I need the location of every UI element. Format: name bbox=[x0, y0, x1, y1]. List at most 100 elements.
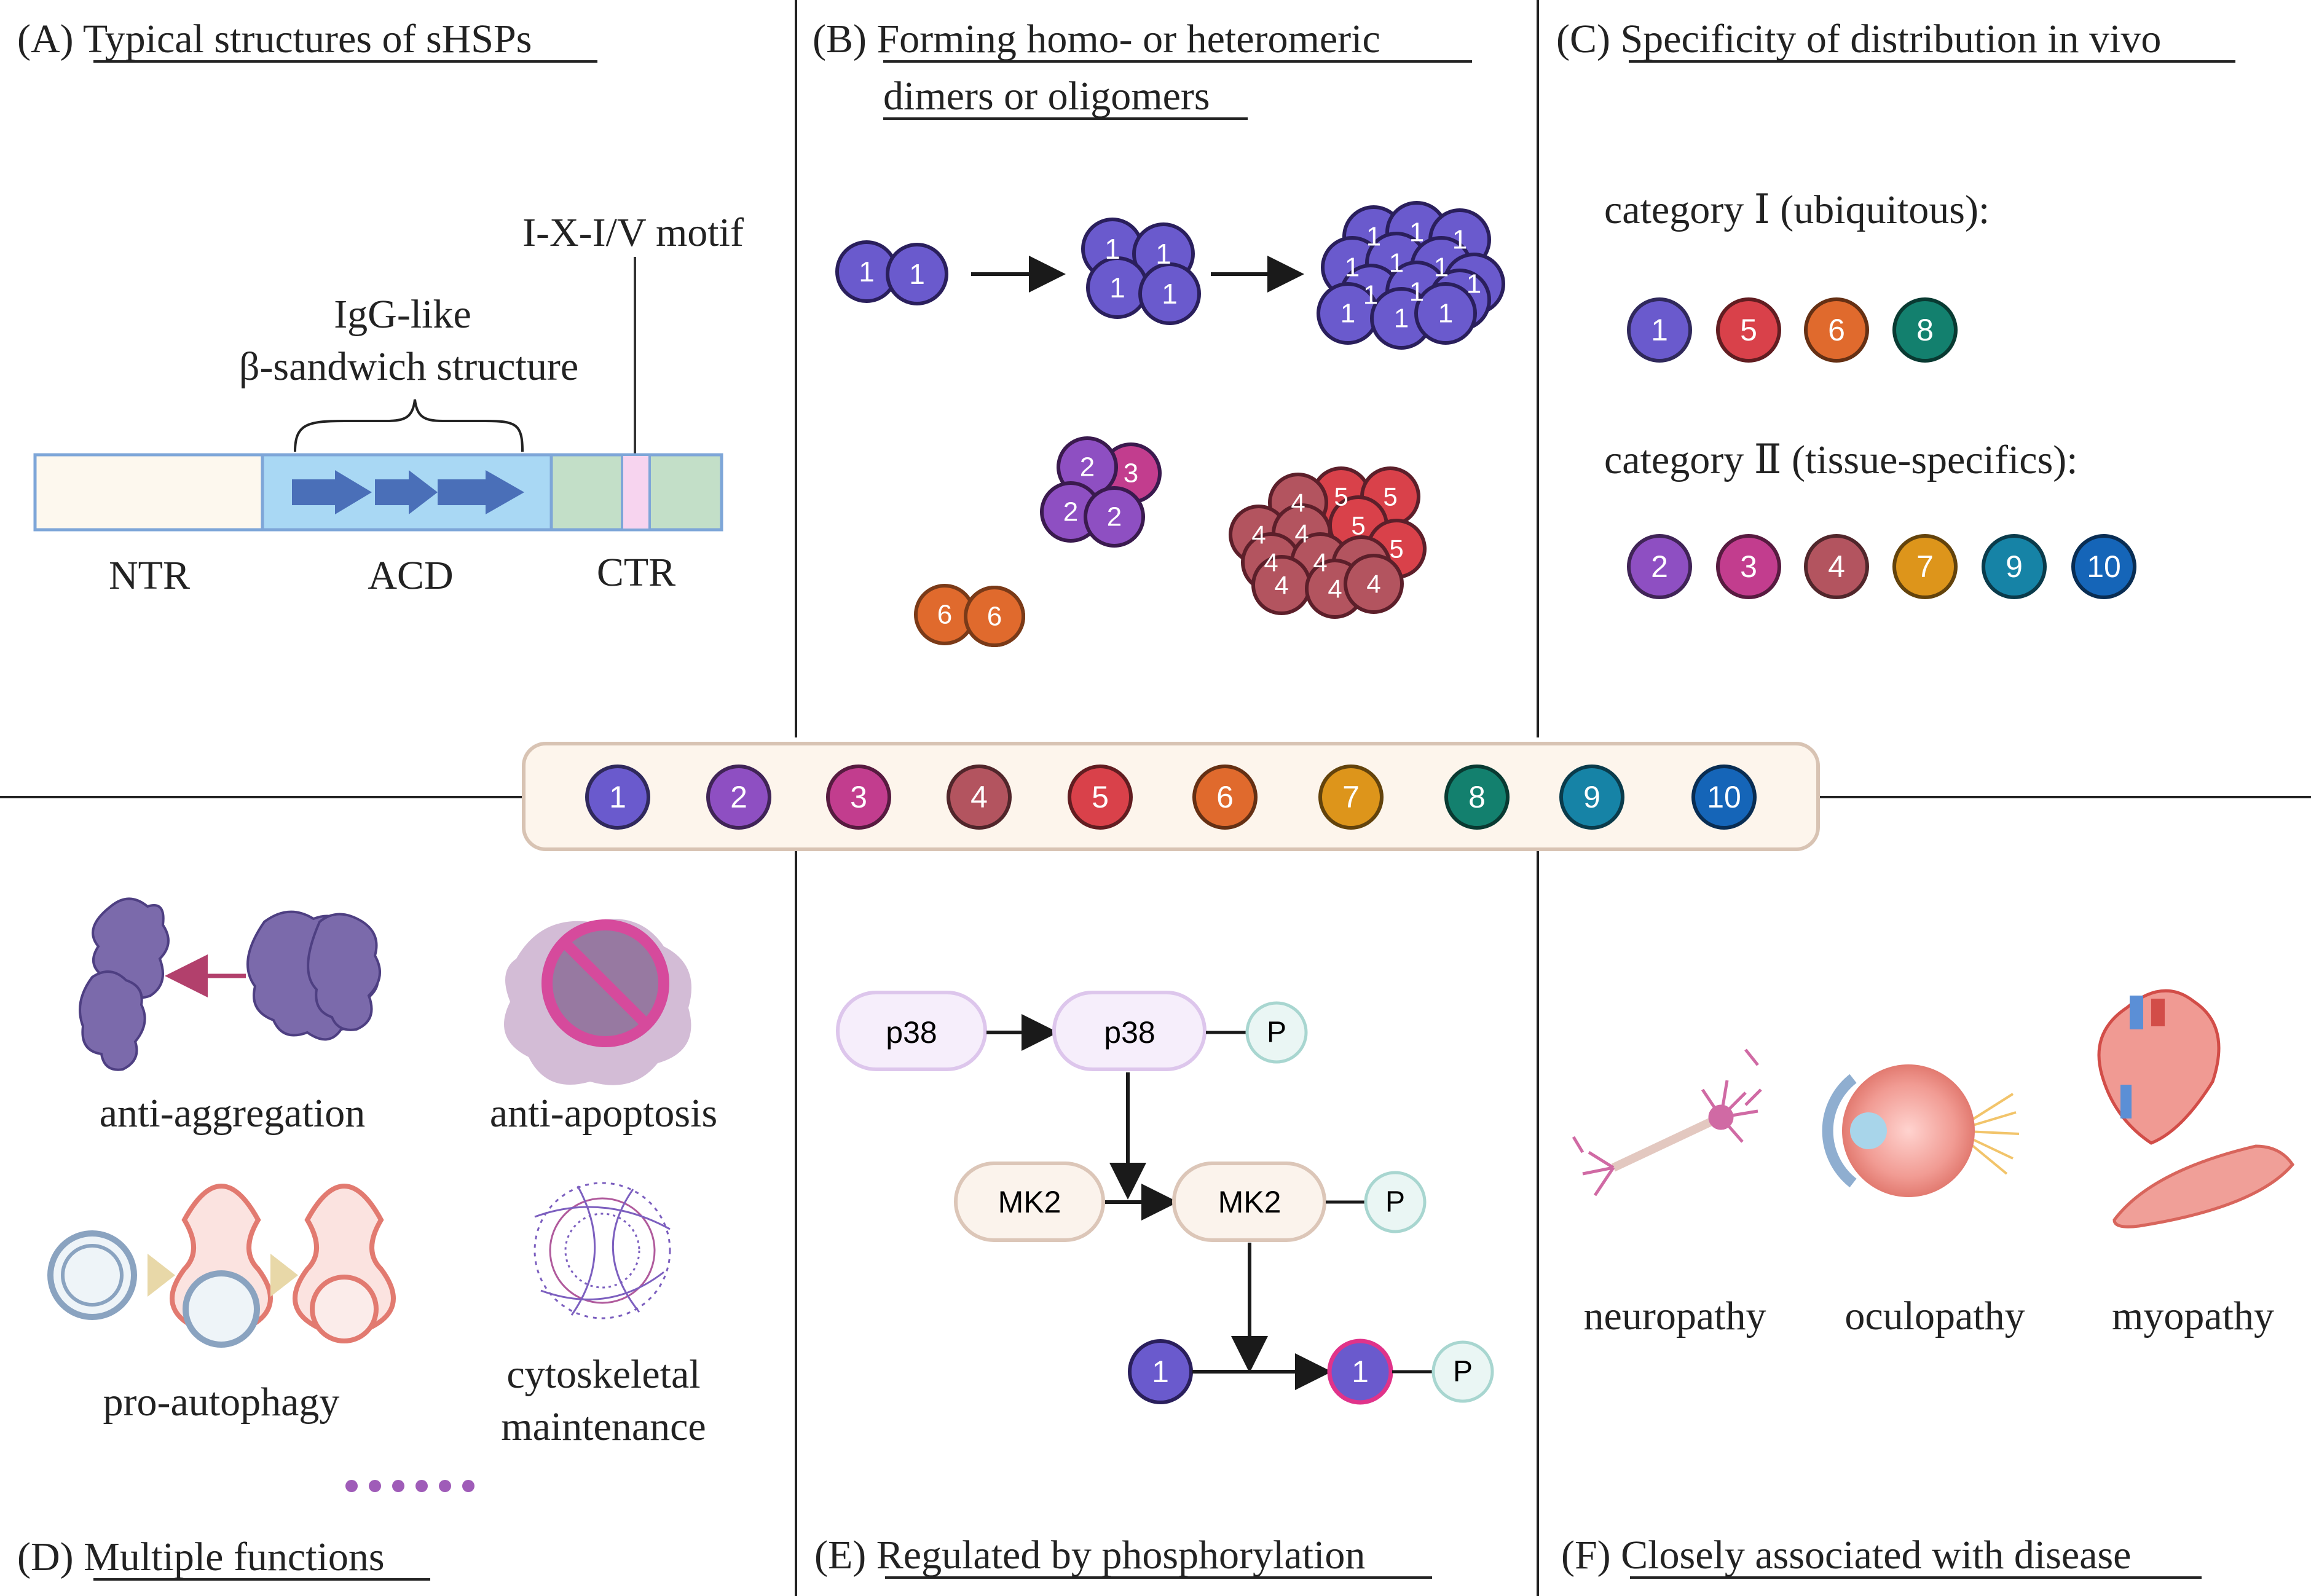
disease-neuropathy: neuropathy bbox=[1584, 1294, 1766, 1339]
svg-text:1: 1 bbox=[1434, 253, 1449, 283]
sandwich-label-line2: β-sandwich structure bbox=[239, 344, 578, 389]
svg-text:6: 6 bbox=[987, 602, 1002, 632]
category-1-member-6-label: 6 bbox=[1828, 313, 1845, 347]
legend-member-6-label: 6 bbox=[1216, 780, 1234, 814]
category-2-member-4-label: 4 bbox=[1828, 549, 1845, 584]
legend-member-10-label: 10 bbox=[1707, 780, 1741, 814]
category-2-member-10-label: 10 bbox=[2087, 549, 2121, 584]
motif-region bbox=[621, 454, 651, 531]
svg-text:4: 4 bbox=[1291, 489, 1305, 517]
svg-text:2: 2 bbox=[1107, 502, 1122, 532]
svg-text:1: 1 bbox=[1438, 299, 1453, 329]
category-2-member-9-label: 9 bbox=[2006, 549, 2023, 584]
category-2-member-9: 9 bbox=[1982, 534, 2047, 599]
function-pro-autophagy: pro-autophagy bbox=[103, 1380, 340, 1425]
kinase-mk2-inactive: MK2 bbox=[998, 1185, 1061, 1219]
phospho-p38: P bbox=[1267, 1016, 1286, 1049]
legend-member-8: 8 bbox=[1444, 765, 1510, 830]
svg-text:4: 4 bbox=[1251, 521, 1266, 549]
svg-text:5: 5 bbox=[1389, 535, 1403, 564]
ntr-label: NTR bbox=[109, 553, 190, 598]
muscle-icon bbox=[2112, 1144, 2295, 1228]
svg-text:1: 1 bbox=[1409, 218, 1424, 248]
category-2-member-7-label: 7 bbox=[1916, 549, 1934, 584]
svg-text:4: 4 bbox=[1328, 575, 1342, 603]
category-2-member-2: 2 bbox=[1627, 534, 1692, 599]
svg-text:5: 5 bbox=[1351, 511, 1365, 540]
more-functions-ellipsis bbox=[345, 1480, 474, 1492]
panel-f-diseases: neuropathy oculopathy myopathy bbox=[1572, 989, 2295, 1339]
panel-b-oligomers: 1 1 1 1 1 1 1 bbox=[835, 201, 1505, 647]
panel-f-title: (F) Closely associated with disease bbox=[1561, 1533, 2131, 1578]
category-1-member-8: 8 bbox=[1892, 297, 1958, 363]
svg-text:4: 4 bbox=[1366, 570, 1380, 599]
function-maintenance: maintenance bbox=[501, 1404, 706, 1449]
svg-text:1: 1 bbox=[1363, 280, 1378, 310]
svg-text:1: 1 bbox=[1156, 238, 1171, 270]
legend-member-1: 1 bbox=[585, 765, 650, 830]
substrate-phosphorylated: 1 bbox=[1352, 1354, 1369, 1389]
svg-text:1: 1 bbox=[909, 258, 925, 290]
panel-a-domain-diagram: I-X-I/V motif IgG-like β-sandwich struct… bbox=[33, 210, 744, 598]
svg-text:1: 1 bbox=[1104, 233, 1120, 265]
panel-c-title: (C) Specificity of distribution in vivo bbox=[1556, 17, 2161, 61]
cytoskeleton-icon bbox=[533, 1182, 671, 1319]
legend-member-8-label: 8 bbox=[1468, 780, 1486, 814]
category-1-label: category Ⅰ (ubiquitous): bbox=[1604, 187, 1990, 232]
panel-b-title-line2: dimers or oligomers bbox=[883, 74, 1210, 119]
apoptosis-icon bbox=[504, 919, 691, 1085]
ctr-label: CTR bbox=[597, 550, 675, 595]
dimer-1 bbox=[835, 240, 948, 305]
legend-member-9-label: 9 bbox=[1583, 780, 1600, 814]
category-1-member-8-label: 8 bbox=[1916, 313, 1934, 347]
legend-member-1-label: 1 bbox=[609, 780, 626, 814]
hetero-2-3 bbox=[1040, 436, 1162, 548]
category-2-member-3: 3 bbox=[1716, 534, 1781, 599]
disease-myopathy: myopathy bbox=[2112, 1294, 2274, 1339]
tetramer-1 bbox=[1081, 218, 1201, 325]
svg-text:4: 4 bbox=[1294, 519, 1309, 548]
function-anti-apoptosis: anti-apoptosis bbox=[490, 1091, 717, 1136]
legend-member-3-label: 3 bbox=[850, 780, 867, 814]
svg-text:1: 1 bbox=[1109, 272, 1125, 304]
category-1-member-5-label: 5 bbox=[1740, 313, 1757, 347]
category-2-member-7: 7 bbox=[1892, 534, 1958, 599]
category-2-member-3-label: 3 bbox=[1740, 549, 1757, 584]
ntr-domain bbox=[33, 453, 264, 532]
panel-titles: (A) Typical structures of sHSPs (B) Form… bbox=[17, 17, 2235, 1581]
panel-d-title: (D) Multiple functions bbox=[17, 1535, 385, 1579]
aggregate-icon bbox=[79, 897, 381, 1071]
kinase-mk2-active: MK2 bbox=[1218, 1185, 1281, 1219]
svg-text:1: 1 bbox=[1409, 277, 1424, 307]
legend-member-6: 6 bbox=[1192, 765, 1258, 830]
svg-text:1: 1 bbox=[1341, 299, 1355, 329]
legend-member-9: 9 bbox=[1559, 765, 1624, 830]
svg-text:4: 4 bbox=[1313, 548, 1327, 577]
svg-text:1: 1 bbox=[1389, 248, 1404, 278]
svg-text:5: 5 bbox=[1334, 482, 1348, 511]
acd-label: ACD bbox=[368, 553, 453, 598]
svg-text:1: 1 bbox=[1394, 304, 1409, 334]
hetero-4-5 bbox=[1229, 466, 1427, 619]
heart-icon bbox=[2097, 989, 2221, 1145]
disease-oculopathy: oculopathy bbox=[1844, 1294, 2025, 1339]
category-1-member-1: 1 bbox=[1627, 297, 1692, 363]
autophagy-icon bbox=[47, 1184, 396, 1348]
function-cytoskeletal: cytoskeletal bbox=[506, 1352, 700, 1397]
brace-icon bbox=[294, 399, 524, 452]
panel-b-title-line1: (B) Forming homo- or heteromeric bbox=[813, 17, 1380, 61]
category-2-member-4: 4 bbox=[1804, 534, 1869, 599]
svg-text:1: 1 bbox=[1366, 222, 1381, 252]
panel-e-cascade: p38 p38 P MK2 MK2 P 1 1 P bbox=[836, 991, 1494, 1405]
beta-strand-arrows bbox=[292, 470, 524, 514]
legend-member-7: 7 bbox=[1318, 765, 1384, 830]
svg-text:6: 6 bbox=[937, 600, 952, 630]
legend-member-4: 4 bbox=[947, 765, 1012, 830]
legend-member-5-label: 5 bbox=[1092, 780, 1109, 814]
legend-member-4-label: 4 bbox=[970, 780, 988, 814]
